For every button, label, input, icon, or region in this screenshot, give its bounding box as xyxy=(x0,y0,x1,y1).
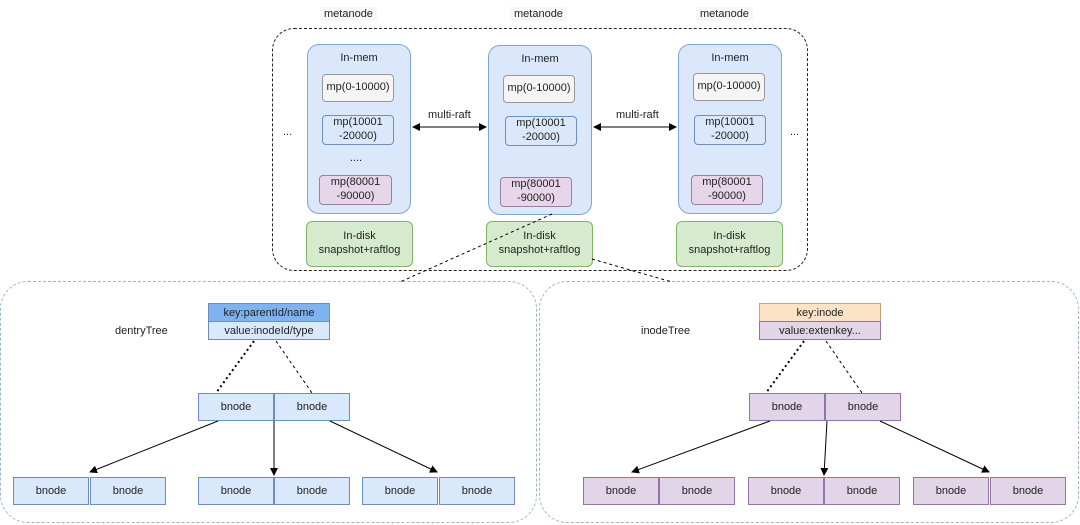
inmem-title: In-mem xyxy=(711,52,749,64)
dentry-link xyxy=(399,213,553,283)
inode-arrow-left xyxy=(631,420,771,474)
inode-root-bnode-2: bnode xyxy=(825,393,901,421)
metanode-label-2: metanode xyxy=(510,7,567,21)
disk-box-3: In-disk snapshot+raftlog xyxy=(676,221,783,267)
meta-partition-3-1: mp(0-10000) xyxy=(693,73,765,101)
more-nodes-left: ... xyxy=(283,126,293,138)
partition-ellipsis: .... xyxy=(349,152,363,164)
dentry-tree-area xyxy=(0,281,537,523)
dentry-key-to-root-right xyxy=(275,340,313,394)
inode-tree-label: inodeTree xyxy=(641,325,691,337)
disk-line-2: snapshot+raftlog xyxy=(688,244,771,256)
disk-line-2: snapshot+raftlog xyxy=(318,244,401,256)
mp-line-1: mp(80001 -90000) xyxy=(330,176,381,202)
mp-line-1: mp(80001 -90000) xyxy=(702,176,752,202)
dentry-tree-label: dentryTree xyxy=(115,325,168,337)
inode-value: value:extenkey... xyxy=(759,321,881,340)
disk-box-2: In-disk snapshot+raftlog xyxy=(486,221,593,267)
dentry-root-bnode-2: bnode xyxy=(274,393,350,421)
inode-key-to-root-right xyxy=(825,340,863,394)
inode-leaf-bnode: bnode xyxy=(659,477,735,505)
dentry-leaf-bnode: bnode xyxy=(13,477,89,505)
dentry-root-bnode-1: bnode xyxy=(198,393,274,421)
dentry-value: value:inodeId/type xyxy=(208,321,330,340)
dentry-leaf-bnode: bnode xyxy=(439,477,515,505)
dentry-leaf-bnode: bnode xyxy=(274,477,350,505)
multi-raft-label-right: multi-raft xyxy=(616,109,659,121)
dentry-arrow-right xyxy=(329,420,438,473)
mp-line-1: mp(80001 -90000) xyxy=(511,178,561,204)
inmem-title: In-mem xyxy=(340,52,378,64)
metanode-cluster-border xyxy=(272,28,808,271)
meta-partition-3-2: mp(10001 -20000) xyxy=(694,115,766,145)
inode-arrow-middle xyxy=(820,420,829,476)
metanode-label-3: metanode xyxy=(696,7,753,21)
dentry-leaf-bnode: bnode xyxy=(198,477,274,505)
inode-leaf-bnode: bnode xyxy=(583,477,659,505)
mp-line-1: mp(10001 -20000) xyxy=(705,116,755,142)
inode-leaf-bnode: bnode xyxy=(748,477,824,505)
disk-box-1: In-disk snapshot+raftlog xyxy=(306,221,413,267)
meta-partition-2-2: mp(10001 -20000) xyxy=(505,116,577,146)
inode-arrow-right xyxy=(879,420,990,473)
meta-partition-2-1: mp(0-10000) xyxy=(503,75,575,103)
inode-link xyxy=(591,258,673,283)
meta-partition-1-2: mp(10001 -20000) xyxy=(322,115,394,145)
inode-leaf-bnode: bnode xyxy=(824,477,900,505)
disk-line-1: In-disk xyxy=(523,230,556,243)
inode-root-bnode-1: bnode xyxy=(749,393,825,421)
meta-partition-2-3: mp(80001 -90000) xyxy=(500,177,572,207)
dentry-leaf-bnode: bnode xyxy=(90,477,166,505)
inmem-title: In-mem xyxy=(521,53,559,65)
dentry-key-to-root-left xyxy=(215,340,255,394)
meta-partition-3-3: mp(80001 -90000) xyxy=(691,175,763,205)
metanode-label-1: metanode xyxy=(320,7,377,21)
inode-tree-area xyxy=(539,281,1079,523)
dentry-arrow-left xyxy=(89,420,219,474)
inode-key-to-root-left xyxy=(765,340,805,394)
inode-leaf-bnode: bnode xyxy=(913,477,989,505)
disk-line-1: In-disk xyxy=(713,230,746,243)
meta-partition-1-1: mp(0-10000) xyxy=(322,74,394,102)
inode-leaf-bnode: bnode xyxy=(990,477,1066,505)
dentry-leaf-bnode: bnode xyxy=(362,477,438,505)
disk-line-2: snapshot+raftlog xyxy=(498,244,581,256)
mp-line-1: mp(10001 -20000) xyxy=(333,116,383,142)
more-nodes-right: ... xyxy=(790,126,800,138)
multi-raft-label-left: multi-raft xyxy=(428,109,471,121)
meta-partition-1-3: mp(80001 -90000) xyxy=(319,175,392,205)
mp-line-1: mp(10001 -20000) xyxy=(516,117,566,143)
disk-line-1: In-disk xyxy=(343,230,376,243)
dentry-key: key:parentId/name xyxy=(208,303,330,322)
